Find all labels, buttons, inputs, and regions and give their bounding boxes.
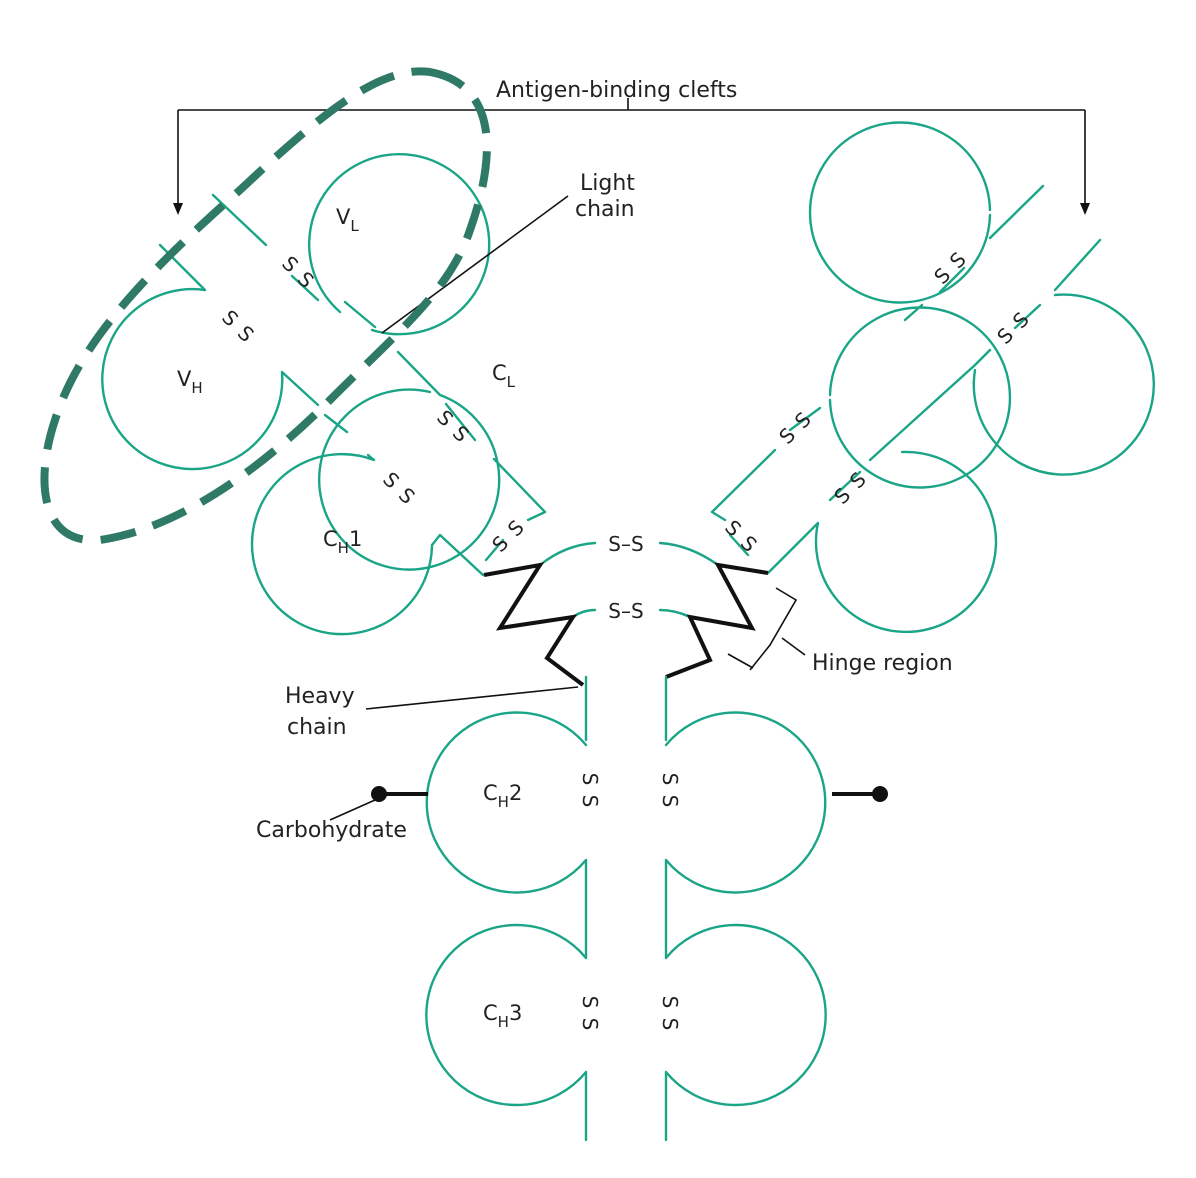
ss-right-vh (992, 307, 1034, 349)
label-heavy-chain-2: chain (287, 715, 347, 740)
right-heavy-chain (766, 238, 1156, 634)
ss-right-interchain (720, 515, 762, 557)
ss-ch2-left (578, 772, 602, 808)
label-light-chain-1: Light (580, 171, 635, 196)
label-carbohydrate: Carbohydrate (256, 818, 407, 843)
carbohydrate-right-icon (872, 786, 888, 802)
hinge-bracket (727, 587, 806, 671)
fab-variable-region-outline (40, 67, 491, 545)
label-antigen-binding-clefts: Antigen-binding clefts (496, 78, 737, 103)
label-hinge-region: Hinge region (812, 651, 953, 676)
hinge-right (665, 562, 769, 679)
label-ch2: CH2 (483, 781, 522, 811)
hinge-arc-upper (538, 541, 720, 567)
clefts-left-arrow-icon (173, 203, 183, 215)
ss-ch3-right (658, 995, 682, 1031)
ss-right-ch1 (829, 467, 871, 509)
ss-right-cl (774, 407, 816, 449)
carbohydrate-left-icon (371, 786, 387, 802)
label-vh: VH (177, 367, 203, 397)
ss-hinge-lower: S–S (608, 599, 643, 623)
right-light-chain (710, 121, 1045, 557)
ss-vh (217, 305, 259, 347)
fc-stem (371, 675, 888, 1142)
label-vl: VL (336, 205, 359, 235)
label-ch1: CH1 (323, 527, 362, 557)
left-heavy-chain (101, 243, 485, 636)
ss-right-vl (929, 247, 971, 289)
clefts-right-arrow-icon (1080, 203, 1090, 215)
hinge: S–S S–S (483, 532, 769, 687)
heavy-chain-pointer (365, 686, 579, 710)
left-arm (101, 153, 547, 636)
ss-vl (277, 251, 319, 293)
domain-labels: VL VH CL CH1 CH2 CH3 (177, 205, 522, 1031)
right-arm (710, 121, 1156, 634)
left-heavy-stem (425, 675, 588, 1142)
right-heavy-stem (664, 675, 827, 1142)
ss-ch1 (378, 467, 420, 509)
annotations: Antigen-binding clefts Light chain Heavy… (173, 78, 1090, 843)
label-light-chain-2: chain (575, 197, 635, 222)
ss-ch2-right (658, 772, 682, 808)
carbohydrate-pointer (329, 799, 376, 821)
light-chain-pointer (381, 195, 569, 334)
hinge-left (483, 562, 585, 687)
ss-ch3-left (578, 995, 602, 1031)
label-cl: CL (492, 361, 516, 391)
label-ch3: CH3 (483, 1001, 522, 1031)
ss-hinge-upper: S–S (608, 532, 643, 556)
label-heavy-chain-1: Heavy (285, 684, 355, 709)
